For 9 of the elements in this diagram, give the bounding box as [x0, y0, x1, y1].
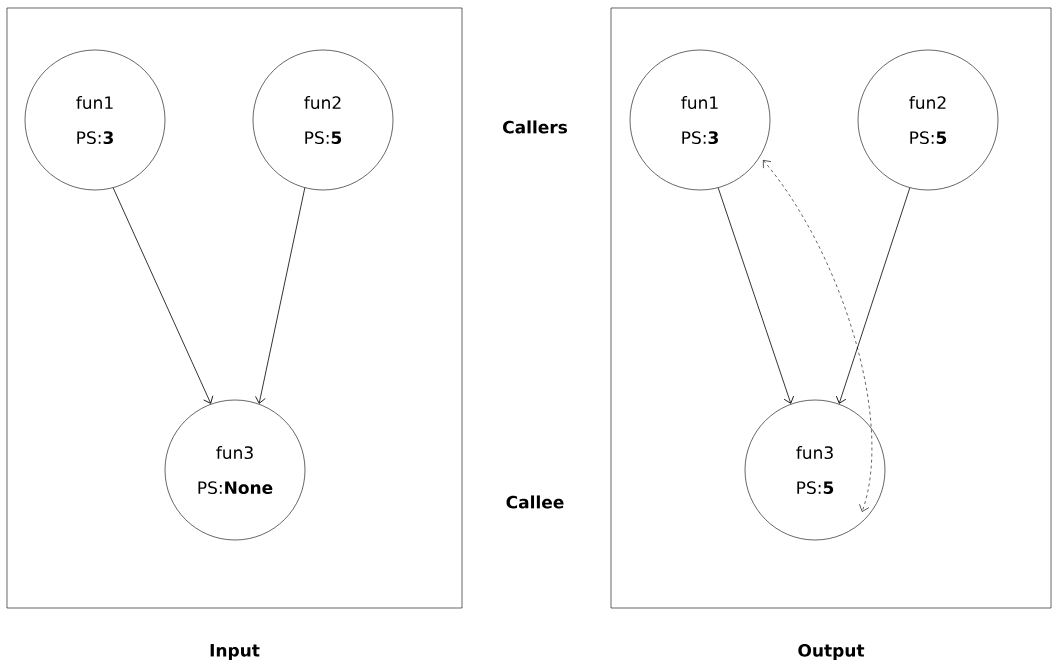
arrow — [112, 187, 214, 404]
node-label: Output — [798, 643, 865, 661]
arrow — [835, 187, 911, 404]
node-label: Input — [210, 644, 260, 660]
arrow — [763, 160, 872, 512]
row-label: Callee — [506, 495, 564, 509]
arrow — [717, 187, 794, 404]
arrow — [255, 187, 306, 404]
row-label: Callers — [503, 120, 568, 134]
